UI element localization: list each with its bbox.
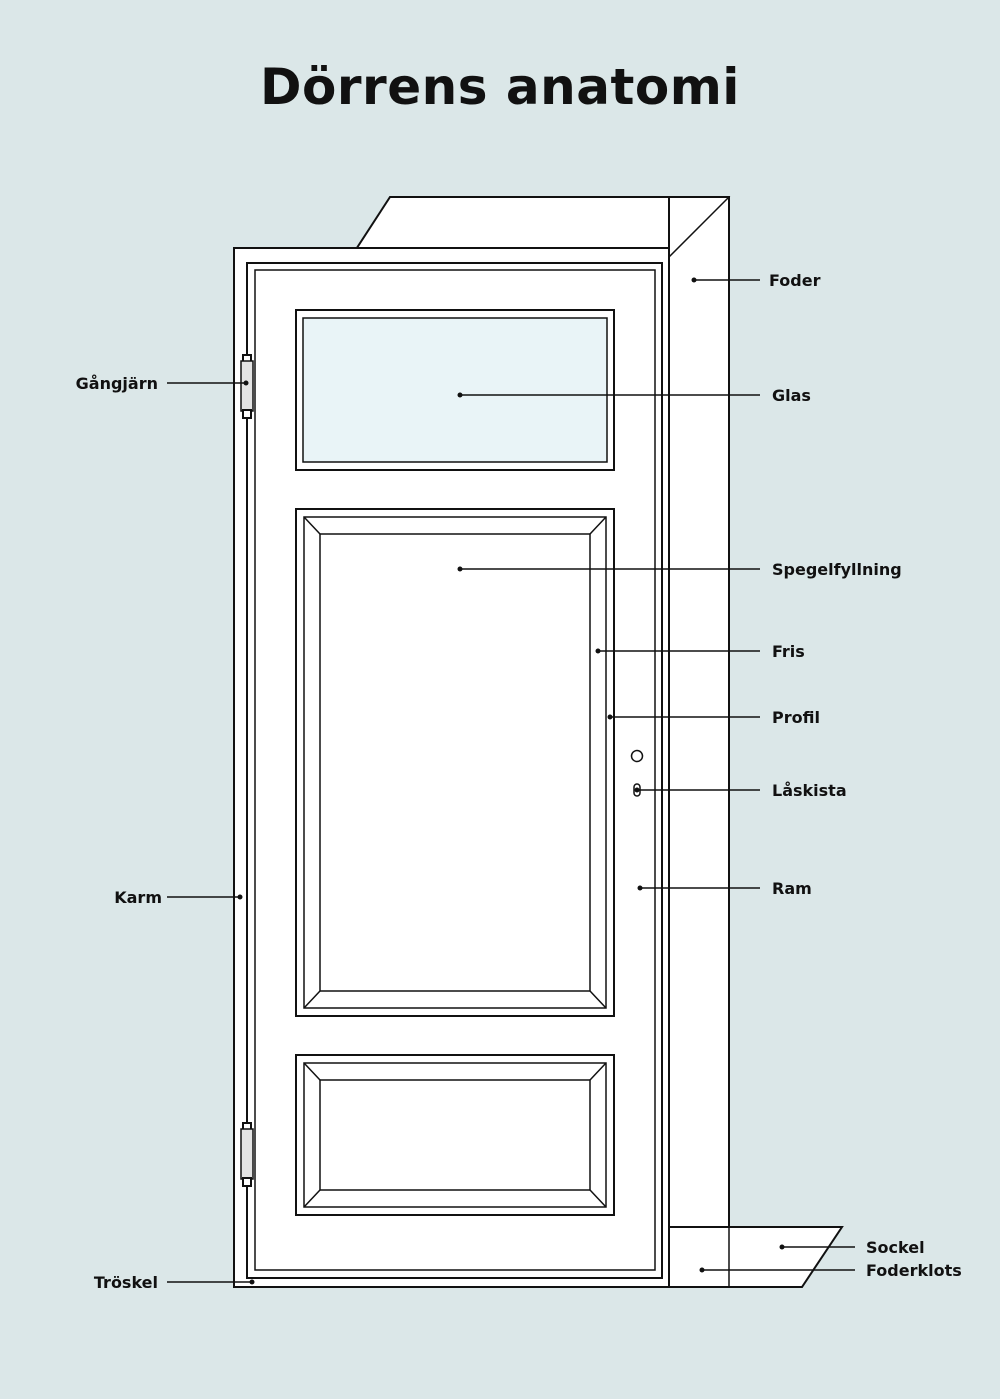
label-karm: Karm	[114, 888, 162, 907]
label-foder: Foder	[769, 271, 821, 290]
label-sockel: Sockel	[866, 1238, 925, 1257]
label-gangjarn: Gångjärn	[76, 374, 158, 393]
hinge-bottom-icon	[240, 1122, 254, 1187]
plinth-block	[668, 1226, 844, 1288]
diagram-title: Dörrens anatomi	[260, 58, 740, 116]
label-ram: Ram	[772, 879, 812, 898]
label-glas: Glas	[772, 386, 811, 405]
label-troskel: Tröskel	[94, 1273, 158, 1292]
label-spegelfyllning: Spegelfyllning	[772, 560, 902, 579]
leaders	[167, 277, 855, 1285]
label-laskista: Låskista	[772, 781, 847, 800]
label-foderklots: Foderklots	[866, 1261, 962, 1280]
glass-pane	[302, 317, 608, 463]
label-fris: Fris	[772, 642, 805, 661]
label-profil: Profil	[772, 708, 820, 727]
door-handle-icon	[630, 749, 644, 763]
hinge-top-icon	[240, 354, 254, 419]
casing-side	[668, 196, 730, 1288]
raised-panel-bottom	[295, 1054, 615, 1216]
door-rail	[254, 269, 656, 1271]
raised-panel-middle	[295, 508, 615, 1017]
